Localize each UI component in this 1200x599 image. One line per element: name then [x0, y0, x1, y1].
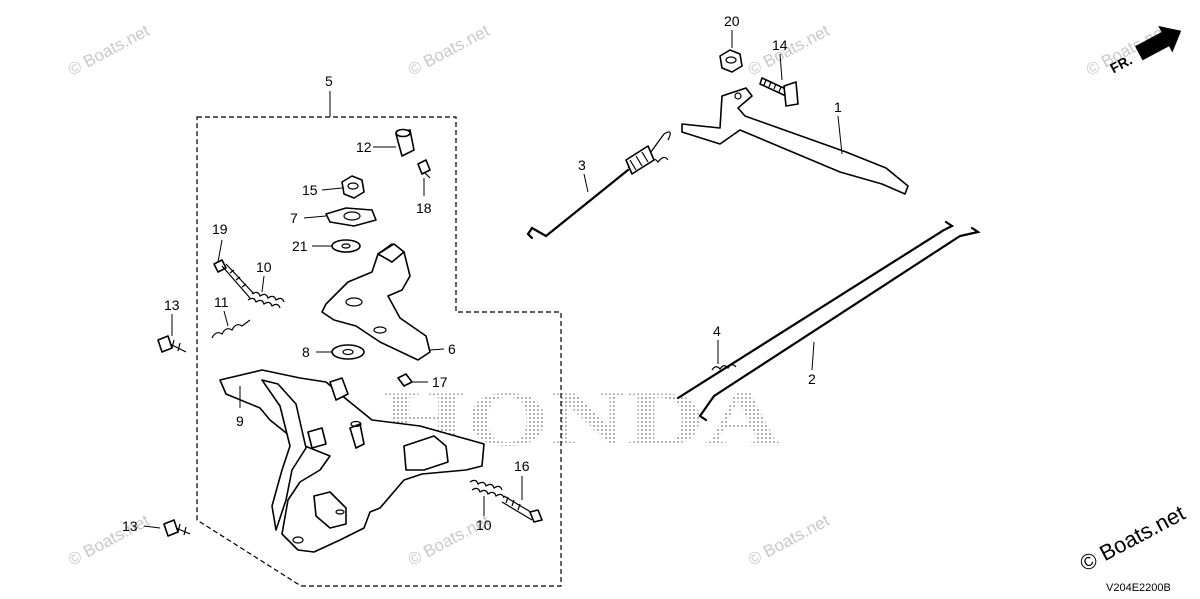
- callout-13-lower: 13: [122, 518, 138, 534]
- callout-14: 14: [772, 37, 788, 53]
- callout-labels: 1 2 3 4 5 6 7 8 9 10 10 11 12 13 13 14 1…: [122, 13, 842, 534]
- callout-3: 3: [578, 157, 586, 173]
- watermark: © Boats.net: [65, 511, 153, 570]
- callout-9: 9: [236, 413, 244, 429]
- part-2-throttle-rod: [676, 220, 981, 422]
- callout-10-upper: 10: [256, 259, 272, 275]
- part-20-nut: [719, 49, 743, 73]
- callout-2: 2: [808, 371, 816, 387]
- watermark: © Boats.net: [745, 511, 833, 570]
- watermark: © Boats.net: [405, 21, 493, 80]
- boats-watermarks: © Boats.net © Boats.net © Boats.net © Bo…: [65, 21, 1189, 577]
- leader-lines: [143, 30, 843, 529]
- callout-16: 16: [514, 458, 530, 474]
- part-4-rod-spring: [711, 364, 737, 371]
- watermark-corner: © Boats.net: [1076, 500, 1190, 576]
- diagram-code: V204E2200B: [1106, 582, 1171, 594]
- callout-18: 18: [416, 200, 432, 216]
- callout-15: 15: [302, 182, 318, 198]
- callout-20: 20: [724, 13, 740, 29]
- part-21-washer: [331, 239, 361, 253]
- part-9-control-base: [219, 369, 485, 553]
- callout-8: 8: [302, 344, 310, 360]
- part-18-screw: [417, 159, 431, 179]
- part-8-washer: [331, 344, 365, 360]
- part-1-lever: [681, 87, 909, 195]
- callout-17: 17: [432, 374, 448, 390]
- callout-4: 4: [713, 323, 721, 339]
- part-19-bolt: [213, 259, 255, 299]
- part-7-plate: [325, 207, 377, 227]
- watermark: © Boats.net: [745, 21, 833, 80]
- part-10-spring-upper: [247, 291, 285, 309]
- callout-6: 6: [448, 341, 456, 357]
- part-16-bolt: [501, 495, 543, 523]
- callout-19: 19: [212, 221, 228, 237]
- callout-7: 7: [290, 210, 298, 226]
- callout-11: 11: [214, 294, 229, 310]
- callout-21: 21: [292, 238, 308, 254]
- watermark: © Boats.net: [65, 21, 153, 80]
- part-12-cap: [395, 128, 415, 157]
- part-10-spring-lower: [469, 479, 505, 499]
- part-6-governor-lever: [321, 243, 431, 361]
- part-13-screw-upper: [157, 335, 187, 353]
- part-15-nut: [341, 175, 365, 199]
- assembly-outline: [196, 116, 562, 587]
- part-14-bolt: [759, 77, 799, 107]
- callout-10-lower: 10: [476, 517, 492, 533]
- callout-13-upper: 13: [164, 297, 180, 313]
- part-11-spring: [211, 319, 251, 339]
- part-13-screw-lower: [163, 519, 191, 537]
- callout-1: 1: [834, 99, 842, 115]
- callout-12: 12: [356, 139, 372, 155]
- part-3-spring-rod: [526, 131, 671, 240]
- callout-5: 5: [325, 73, 333, 89]
